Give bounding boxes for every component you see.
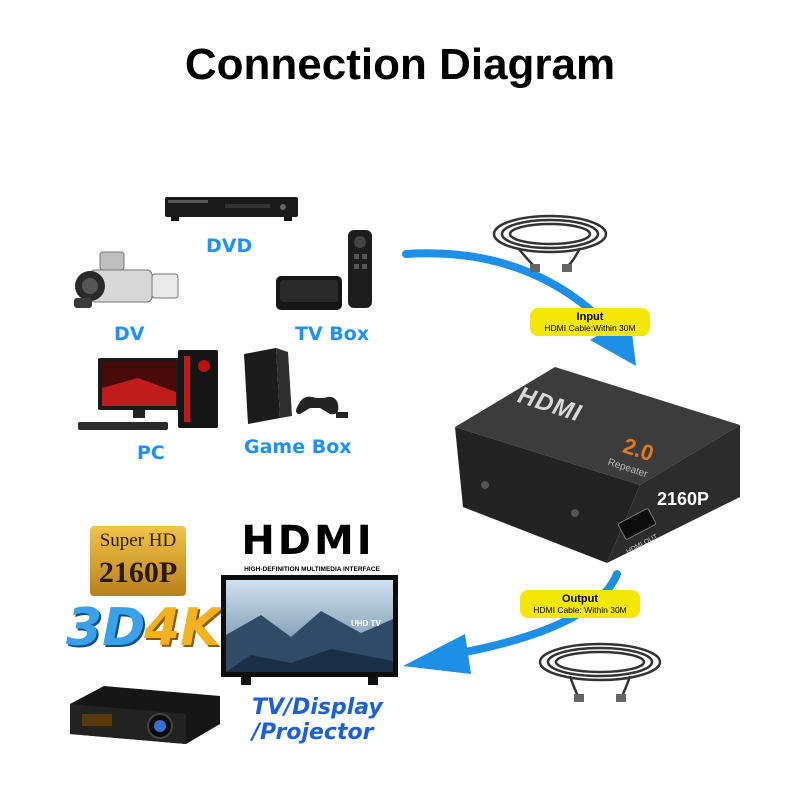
hdmi-logo: HDMI: [241, 518, 375, 564]
resolution-2160p-text: 2160P: [98, 556, 178, 589]
tv-box-label: TV Box: [295, 323, 370, 345]
hdmi-tagline: HIGH-DEFINITION MULTIMEDIA INTERFACE: [244, 566, 380, 573]
repeater-resolution: 2160P: [657, 489, 710, 509]
4k-badge: 4K: [144, 598, 221, 658]
destination-line-2: /Projector: [252, 720, 374, 745]
input-callout-detail: HDMI Cable:Within 30M: [544, 323, 636, 333]
pc-icon: [78, 348, 223, 434]
uhd-tv: UHD TV: [221, 575, 398, 687]
game-console-icon: [240, 346, 350, 426]
dvd-player-icon: [165, 195, 300, 225]
3d-badge: 3D: [66, 598, 146, 658]
pc-label: PC: [137, 442, 165, 464]
destination-label: TV/Display /Projector: [252, 695, 383, 745]
destination-line-1: TV/Display: [252, 695, 383, 720]
input-callout: Input HDMI Cable:Within 30M: [530, 308, 650, 336]
output-cable-icon: [530, 628, 670, 708]
super-hd-text: Super HD: [99, 530, 177, 551]
page-title: Connection Diagram: [184, 40, 616, 89]
output-callout-detail: HDMI Cable: Within 30M: [533, 605, 627, 615]
input-cable-icon: [488, 200, 618, 280]
tv-box-icon: [274, 228, 384, 318]
camcorder-icon: [70, 248, 185, 318]
input-callout-heading: Input: [576, 311, 604, 323]
projector-icon: [64, 680, 224, 750]
super-hd-badge: Super HD 2160P: [90, 526, 186, 596]
dvd-label: DVD: [206, 235, 253, 257]
game-box-label: Game Box: [244, 436, 352, 458]
output-arrow: [395, 568, 635, 678]
dv-label: DV: [114, 323, 145, 345]
output-callout: Output HDMI Cable: Within 30M: [520, 590, 640, 618]
output-callout-heading: Output: [561, 593, 599, 605]
tv-screen-text: UHD TV: [351, 619, 381, 628]
hdmi-repeater-device: HDMI 2.0 Repeater 2160P HDMI OUT: [455, 365, 740, 565]
